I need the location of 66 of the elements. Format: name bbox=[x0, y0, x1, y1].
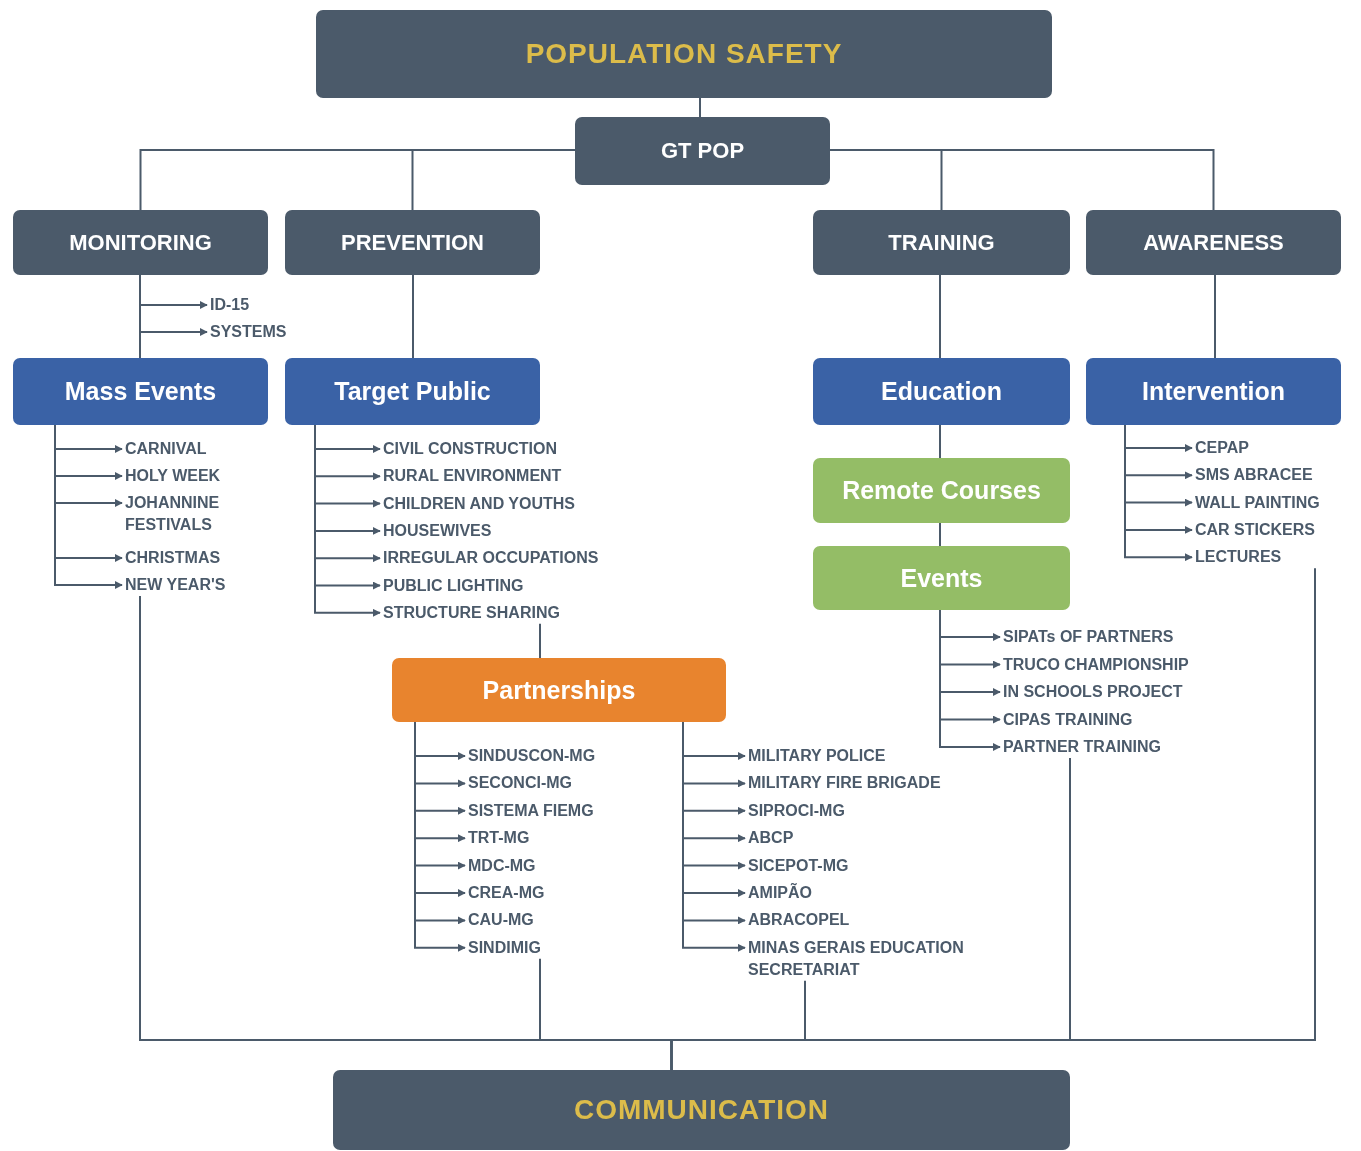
program-box: Remote Courses bbox=[813, 458, 1070, 523]
list-item: CHILDREN AND YOUTHS bbox=[383, 492, 673, 515]
list-item: STRUCTURE SHARING bbox=[383, 601, 673, 624]
partnership-box: Partnerships bbox=[392, 658, 726, 722]
subcategory-box: Education bbox=[813, 358, 1070, 425]
list-item: RURAL ENVIRONMENT bbox=[383, 465, 673, 488]
list-item: SIPROCI-MG bbox=[748, 799, 1033, 822]
list-item: WALL PAINTING bbox=[1195, 491, 1357, 514]
list-item: HOUSEWIVES bbox=[383, 519, 673, 542]
list-item: CIPAS TRAINING bbox=[1003, 708, 1263, 731]
list-item: IN SCHOOLS PROJECT bbox=[1003, 681, 1263, 703]
connector-line bbox=[1214, 274, 1216, 359]
connector-line bbox=[939, 274, 941, 359]
list-item: SMS ABRACEE bbox=[1195, 464, 1357, 487]
subcategory-box: Intervention bbox=[1086, 358, 1341, 425]
category-box: TRAINING bbox=[813, 210, 1070, 275]
subcategory-box: Mass Events bbox=[13, 358, 268, 425]
arrow bbox=[939, 609, 1001, 751]
list-item: NEW YEAR'S bbox=[125, 574, 270, 596]
list-item: ID-15 bbox=[210, 294, 310, 316]
category-box: AWARENESS bbox=[1086, 210, 1341, 275]
list-item: TRUCO CHAMPIONSHIP bbox=[1003, 653, 1263, 676]
list-item: CIVIL CONSTRUCTION bbox=[383, 438, 673, 460]
connector-line bbox=[412, 274, 414, 359]
connector-line bbox=[411, 149, 576, 211]
list-item: PARTNER TRAINING bbox=[1003, 736, 1263, 758]
list-item: CARNIVAL bbox=[125, 438, 270, 460]
list-item: AMIPÃO bbox=[748, 882, 1033, 904]
category-box: PREVENTION bbox=[285, 210, 540, 275]
title-box: POPULATION SAFETY bbox=[316, 10, 1052, 98]
list-item: CREA-MG bbox=[468, 882, 658, 904]
program-box: Events bbox=[813, 546, 1070, 610]
list-item: JOHANNINE FESTIVALS bbox=[125, 492, 260, 536]
list-item: TRT-MG bbox=[468, 827, 658, 850]
connector-line bbox=[939, 424, 941, 459]
category-box: MONITORING bbox=[13, 210, 268, 275]
list-item: CAR STICKERS bbox=[1195, 518, 1357, 541]
list-item: SISTEMA FIEMG bbox=[468, 799, 658, 822]
connector-line bbox=[539, 622, 541, 659]
connector-line bbox=[699, 97, 701, 118]
list-item: SECONCI-MG bbox=[468, 772, 658, 795]
list-item: SINDIMIG bbox=[468, 936, 578, 959]
list-item: IRREGULAR OCCUPATIONS bbox=[383, 547, 673, 570]
title-box: COMMUNICATION bbox=[333, 1070, 1070, 1150]
list-item: SINDUSCON-MG bbox=[468, 745, 658, 767]
connector-line bbox=[670, 567, 1316, 1071]
list-item: SIPATs OF PARTNERS bbox=[1003, 626, 1263, 648]
list-item: LECTURES bbox=[1195, 546, 1325, 569]
list-item: MDC-MG bbox=[468, 854, 658, 877]
list-item: SICEPOT-MG bbox=[748, 854, 1033, 877]
list-item: CAU-MG bbox=[468, 909, 658, 932]
list-item: PUBLIC LIGHTING bbox=[383, 574, 673, 597]
subcategory-box: Target Public bbox=[285, 358, 540, 425]
arrow bbox=[1124, 424, 1193, 562]
connector-line bbox=[139, 274, 141, 359]
list-item: SYSTEMS bbox=[210, 321, 320, 343]
list-item: ABRACOPEL bbox=[748, 909, 1033, 932]
list-item: MILITARY FIRE BRIGADE bbox=[748, 772, 1033, 795]
list-item: CHRISTMAS bbox=[125, 547, 270, 569]
list-item: HOLY WEEK bbox=[125, 465, 270, 487]
category-box: GT POP bbox=[575, 117, 830, 185]
list-item: MINAS GERAIS EDUCATION SECRETARIAT bbox=[748, 936, 1033, 981]
list-item: ABCP bbox=[748, 827, 1033, 850]
arrow bbox=[54, 424, 123, 589]
connector-line bbox=[939, 522, 941, 547]
list-item: CEPAP bbox=[1195, 437, 1357, 459]
